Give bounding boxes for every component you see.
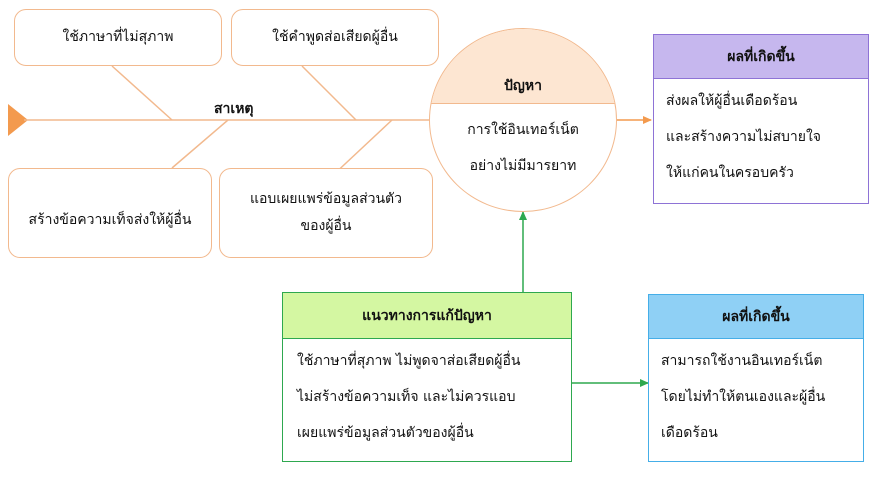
- effect-solution-panel: ผลที่เกิดขึ้น สามารถใช้งานอินเทอร์เน็ต โ…: [648, 294, 864, 462]
- causes-label: สาเหตุ: [214, 101, 254, 117]
- effect-solution-title: ผลที่เกิดขึ้น: [649, 295, 863, 339]
- cause-text: ใช้ภาษาที่ไม่สุภาพ: [62, 29, 174, 46]
- bone-top-left: [111, 65, 173, 121]
- fish-tail-icon: [8, 104, 28, 136]
- cause-false-messages: สร้างข้อความเท็จส่งให้ผู้อื่น: [8, 168, 212, 258]
- effect-line: เดือดร้อน: [661, 425, 718, 441]
- solution-line: ใช้ภาษาที่สุภาพ ไม่พูดจาส่อเสียดผู้อื่น: [297, 353, 521, 369]
- solution-line: ไม่สร้างข้อความเท็จ และไม่ควรแอบ: [297, 389, 516, 405]
- bone-top-right: [301, 65, 357, 121]
- effect-line: ให้แก่คนในครอบครัว: [666, 165, 794, 181]
- cause-insinuating-words: ใช้คำพูดส่อเสียดผู้อื่น: [231, 9, 439, 66]
- problem-title: ปัญหา: [504, 78, 542, 94]
- problem-line: การใช้อินเทอร์เน็ต: [467, 122, 579, 138]
- effect-problem-panel: ผลที่เกิดขึ้น ส่งผลให้ผู้อื่นเดือดร้อน แ…: [653, 34, 869, 204]
- effect-problem-title: ผลที่เกิดขึ้น: [654, 35, 868, 79]
- cause-text: ใช้คำพูดส่อเสียดผู้อื่น: [272, 29, 398, 46]
- effect-line: และสร้างความไม่สบายใจ: [666, 129, 822, 145]
- cause-text: สร้างข้อความเท็จส่งให้ผู้อื่น: [28, 211, 192, 228]
- solution-panel: แนวทางการแก้ปัญหา ใช้ภาษาที่สุภาพ ไม่พูด…: [282, 292, 572, 462]
- effect-line: โดยไม่ทำให้ตนเองและผู้อื่น: [661, 389, 826, 405]
- problem-line: อย่างไม่มีมารยาท: [469, 158, 577, 174]
- solution-title: แนวทางการแก้ปัญหา: [283, 293, 571, 339]
- cause-impolite-language: ใช้ภาษาที่ไม่สุภาพ: [14, 9, 222, 66]
- problem-circle: ปัญหา การใช้อินเทอร์เน็ต อย่างไม่มีมารยา…: [429, 28, 617, 212]
- effect-line: ส่งผลให้ผู้อื่นเดือดร้อน: [666, 93, 798, 109]
- cause-text-line: แอบเผยแพร่ข้อมูลส่วนตัว: [250, 191, 402, 208]
- solution-line: เผยแพร่ข้อมูลส่วนตัวของผู้อื่น: [297, 425, 474, 441]
- effect-line: สามารถใช้งานอินเทอร์เน็ต: [661, 353, 823, 369]
- cause-text-line: ของผู้อื่น: [300, 218, 352, 234]
- solution-body: ใช้ภาษาที่สุภาพ ไม่พูดจาส่อเสียดผู้อื่น …: [283, 339, 571, 455]
- bone-bottom-left: [171, 119, 229, 169]
- effect-problem-body: ส่งผลให้ผู้อื่นเดือดร้อน และสร้างความไม่…: [654, 79, 868, 195]
- effect-solution-body: สามารถใช้งานอินเทอร์เน็ต โดยไม่ทำให้ตนเอ…: [649, 339, 863, 455]
- cause-leak-personal-data: แอบเผยแพร่ข้อมูลส่วนตัว ของผู้อื่น: [219, 168, 433, 258]
- problem-header: [430, 29, 616, 104]
